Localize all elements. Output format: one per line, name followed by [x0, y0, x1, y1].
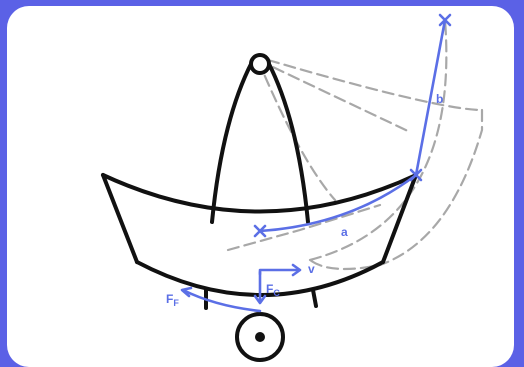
- label-a: a: [341, 225, 348, 239]
- pivot-joint-icon: [249, 53, 271, 75]
- label-fc-sub: C: [273, 288, 280, 298]
- pivot-arm-right: [266, 60, 310, 224]
- label-fc: FC: [266, 282, 280, 298]
- marker-x-mid: [409, 168, 423, 182]
- seat-divider-right: [311, 288, 318, 308]
- swung-boat-bow-side: [308, 108, 484, 271]
- velocity-arrowhead: [291, 263, 302, 277]
- swung-boat-rim-curve: [308, 18, 448, 262]
- arc-a: [258, 173, 418, 233]
- marker-x-start: [253, 224, 267, 238]
- label-ff-main: F: [166, 292, 173, 306]
- marker-x-top: [438, 13, 452, 27]
- friction-force-arrowhead: [180, 286, 193, 298]
- label-v: v: [308, 262, 315, 276]
- label-ff: FF: [166, 292, 179, 308]
- wheel-icon: [235, 312, 285, 362]
- boat-outline: [101, 60, 418, 310]
- boat-hull-left: [101, 173, 139, 264]
- line-b: [414, 18, 447, 177]
- swung-boat-stern: [226, 203, 382, 252]
- boat-rim: [101, 173, 418, 214]
- friction-force-vector: [181, 288, 262, 313]
- label-fc-main: F: [266, 282, 273, 296]
- label-b: b: [436, 92, 443, 106]
- swung-boat-inner-line: [256, 58, 412, 134]
- swung-boat-strut: [256, 58, 337, 202]
- boat-hull-right: [381, 173, 418, 264]
- pivot-arm-left: [210, 60, 254, 224]
- label-ff-sub: F: [173, 298, 179, 308]
- centripetal-force-arrowhead: [253, 294, 267, 305]
- swung-boat-hull-curve: [266, 58, 484, 112]
- annotations: [180, 13, 452, 313]
